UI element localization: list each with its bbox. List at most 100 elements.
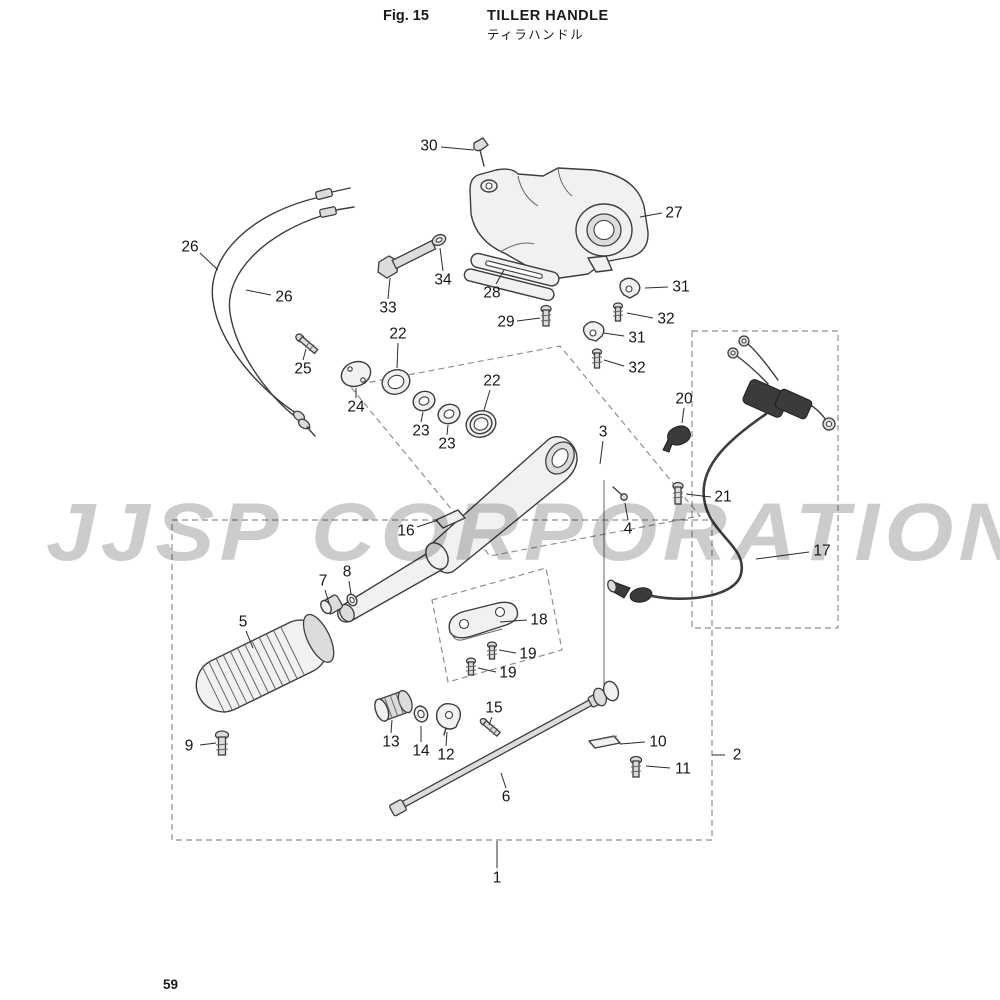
callout-leader-4: [624, 502, 629, 521]
callout-leader-5: [245, 630, 254, 649]
part-22-seal-outer: [465, 410, 497, 438]
callout-leader-25: [302, 348, 307, 361]
part-29-screw: [540, 304, 552, 327]
figure-label: Fig. 15: [383, 8, 429, 24]
part-32-screw-lower: [591, 348, 603, 369]
part-callout-6: 6: [502, 789, 511, 806]
dashed-box-handle-group: [348, 345, 702, 557]
callout-leader-32: [626, 312, 654, 319]
part-callout-7: 7: [319, 573, 328, 590]
callout-leader-28: [495, 269, 505, 285]
part-callout-9: 9: [185, 738, 194, 755]
callout-leader-16: [416, 519, 439, 528]
part-callout-5: 5: [239, 614, 248, 631]
callout-leader-26: [245, 289, 272, 296]
part-13-knob: [374, 689, 413, 722]
part-callout-16: 16: [397, 523, 414, 540]
callout-leader-31: [644, 286, 669, 289]
part-17-cable-assembly: [607, 335, 836, 603]
part-19-screw-a: [486, 641, 498, 660]
callout-leader-20: [681, 407, 685, 424]
part-callout-2: 2: [733, 747, 742, 764]
part-callout-11: 11: [675, 761, 691, 778]
callout-leader-23: [446, 424, 449, 436]
part-6-link-rod: [389, 693, 602, 817]
part-19-screw-b: [465, 657, 477, 676]
part-20-clip: [662, 425, 691, 453]
part-callout-31: 31: [672, 279, 689, 296]
callout-leader-8: [348, 580, 352, 595]
part-callout-22: 22: [389, 326, 406, 343]
callout-leader-6: [500, 772, 507, 789]
callout-leader-15: [488, 716, 493, 726]
part-31-clamp-lower: [582, 320, 605, 342]
part-callout-18: 18: [530, 612, 547, 629]
callout-leader-3: [599, 440, 604, 465]
part-22-bearing-inner: [381, 369, 411, 395]
part-callout-12: 12: [437, 747, 454, 764]
part-callout-31: 31: [628, 330, 645, 347]
page-number: 59: [163, 977, 179, 992]
part-callout-30: 30: [420, 138, 438, 155]
part-33-bolt: [377, 239, 437, 279]
dashed-grouping-boxes: [171, 330, 839, 841]
connector-block-b: [774, 388, 813, 420]
callout-leader-19: [498, 649, 517, 654]
callout-leader-12: [445, 731, 448, 747]
part-11-screw: [629, 755, 643, 778]
cable-plug: [629, 587, 653, 603]
part-5-grip: [195, 613, 335, 714]
part-34-washer: [431, 233, 447, 247]
callout-leader-23: [420, 411, 424, 423]
part-callout-8: 8: [343, 564, 352, 581]
callout-leader-34: [439, 247, 444, 272]
part-callout-23: 23: [438, 436, 455, 453]
part-25-screw: [295, 333, 319, 355]
part-10-clip-plate: [588, 735, 621, 749]
part-callout-27: 27: [665, 205, 682, 222]
dashed-box-bracket-group: [431, 567, 563, 683]
part-14-washer: [413, 705, 429, 723]
part-3-handle-body: [336, 436, 628, 688]
part-21-screw: [672, 481, 684, 505]
dashed-box-cable-group: [691, 330, 839, 629]
part-callout-28: 28: [483, 285, 500, 302]
part-callout-10: 10: [649, 734, 667, 751]
part-callout-33: 33: [379, 300, 396, 317]
part-callout-14: 14: [412, 743, 430, 760]
part-32-screw-upper: [612, 302, 624, 322]
part-28-friction-plate: [463, 252, 560, 302]
part-callout-15: 15: [485, 700, 502, 717]
callout-leader-26: [199, 252, 219, 271]
callout-leader-30: [440, 146, 475, 151]
part-31-clamp-upper: [619, 277, 641, 299]
callout-leader-18: [499, 619, 528, 623]
part-callout-32: 32: [657, 311, 674, 328]
callout-leader-33: [387, 277, 391, 300]
part-18-bracket: [448, 601, 519, 641]
part-8-washer: [346, 593, 358, 607]
callout-leader-13: [390, 719, 393, 734]
callout-leader-31: [603, 332, 625, 337]
page-title: TILLER HANDLE: [487, 8, 609, 24]
part-12-clamp: [435, 702, 461, 736]
callout-leader-22: [483, 389, 491, 411]
callout-leader-10: [619, 741, 646, 745]
part-27-mount-bracket: [469, 167, 649, 280]
part-cable-end-joint: [592, 680, 620, 707]
part-callout-24: 24: [347, 399, 365, 416]
part-23-washer-b: [437, 403, 461, 425]
callout-leader-9: [199, 742, 217, 746]
callout-leader-21: [685, 493, 712, 498]
part-26-throttle-cables: [211, 187, 355, 437]
page-title-japanese: ティラハンドル: [487, 28, 585, 42]
part-15-screw: [479, 717, 502, 738]
part-9-screw: [214, 730, 230, 756]
part-24-retainer-plate: [340, 360, 372, 388]
part-16-label-plate: [435, 509, 466, 529]
part-callout-1: 1: [493, 870, 502, 887]
callout-leader-29: [516, 317, 541, 322]
callout-leader-27: [639, 212, 663, 218]
